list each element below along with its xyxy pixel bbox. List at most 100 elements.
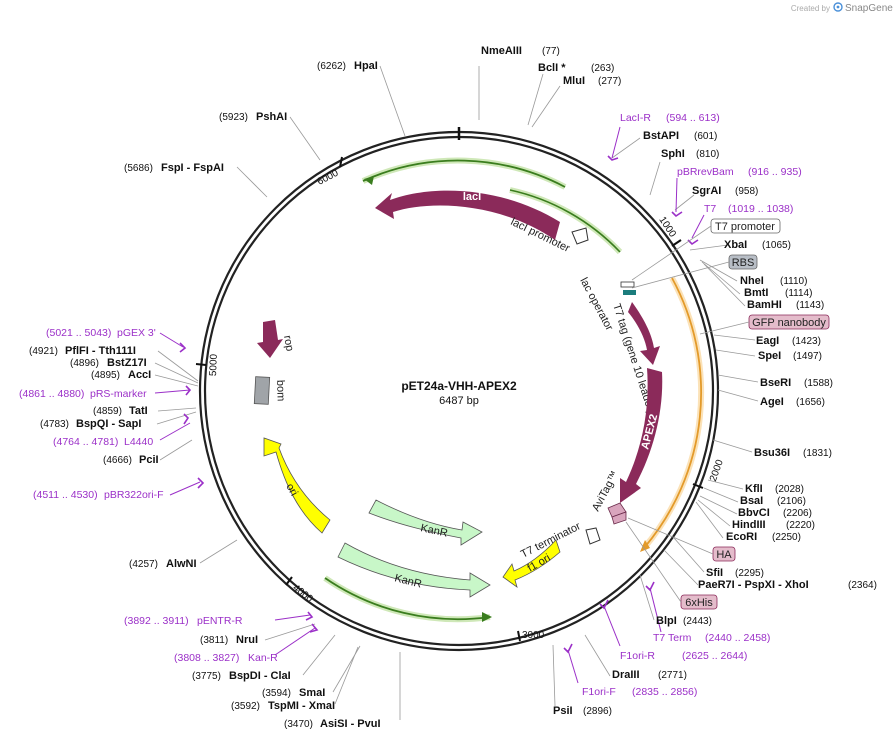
site-spei-name[interactable]: SpeI — [758, 350, 781, 362]
site-bspqi-sapi-name[interactable]: BspQI - SapI — [76, 418, 141, 430]
site-pshai-pos: (5923) — [219, 112, 248, 123]
site-bmti-name[interactable]: BmtI — [744, 287, 768, 299]
feature-rop[interactable]: rop — [257, 320, 296, 358]
primer-labels: LacI-R (594 .. 613) pBRrevBam (916 .. 93… — [19, 112, 802, 698]
primer-l4440-name[interactable]: L4440 — [124, 436, 153, 448]
site-fspi-fspai-name[interactable]: FspI - FspAI — [161, 162, 224, 174]
site-ecori-name[interactable]: EcoRI — [726, 531, 757, 543]
site-pcii-pos: (4666) — [103, 455, 132, 466]
orf-line-arrowhead — [640, 540, 650, 552]
site-smai-name[interactable]: SmaI — [299, 687, 325, 699]
site-tspmi-xmai-name[interactable]: TspMI - XmaI — [268, 700, 335, 712]
site-bspqi-sapi-pos: (4783) — [40, 419, 69, 430]
site-bstz17i-name[interactable]: BstZ17I — [107, 357, 147, 369]
feature-kanr-upper[interactable]: KanR — [368, 499, 483, 546]
ori-arrow — [263, 437, 331, 534]
primer-pgex3-name[interactable]: pGEX 3' — [117, 327, 156, 339]
site-bsu36i-pos: (1831) — [803, 448, 832, 459]
feature-bom[interactable]: bom — [253, 376, 287, 405]
primer-prs-marker-name[interactable]: pRS-marker — [90, 388, 147, 400]
site-tati-name[interactable]: TatI — [129, 405, 148, 417]
site-bsu36i-name[interactable]: Bsu36I — [754, 447, 790, 459]
primer-f1ori-f-name[interactable]: F1ori-F — [582, 686, 616, 698]
site-blpi-name[interactable]: BlpI — [656, 615, 677, 627]
site-hindiii-name[interactable]: HindIII — [732, 519, 766, 531]
his-tag-box[interactable]: 6xHis — [680, 594, 718, 610]
site-nrui-name[interactable]: NruI — [236, 634, 258, 646]
rbs-box-label: RBS — [732, 257, 755, 269]
ha-box-label: HA — [716, 549, 732, 561]
site-sgrai-name[interactable]: SgrAI — [692, 185, 721, 197]
site-bcli-name[interactable]: BclI * — [538, 62, 566, 74]
kanr-upper-arrow — [368, 499, 483, 546]
site-pcii-name[interactable]: PciI — [139, 454, 159, 466]
site-acci-name[interactable]: AccI — [128, 369, 151, 381]
site-mlui-name[interactable]: MluI — [563, 75, 585, 87]
site-pflfi-tth111i-name[interactable]: PflFI - Tth111I — [65, 345, 136, 357]
feature-gfp-nanobody[interactable] — [628, 302, 660, 365]
site-spei-pos: (1497) — [793, 351, 822, 362]
t7-terminator-arrow — [585, 527, 601, 545]
site-smai-pos: (3594) — [262, 688, 291, 699]
site-bspdi-clai-name[interactable]: BspDI - ClaI — [229, 670, 291, 682]
site-draiii-name[interactable]: DraIII — [612, 669, 640, 681]
site-nhei-name[interactable]: NheI — [740, 275, 764, 287]
site-hindiii-pos: (2220) — [786, 520, 815, 531]
site-bcli-pos: (263) — [591, 63, 614, 74]
site-asisi-pvui-pos: (3470) — [284, 719, 313, 730]
lac-operator-label: lac operator — [577, 276, 615, 333]
site-bstapi-pos: (601) — [694, 131, 717, 142]
feature-laci[interactable]: lacI — [375, 190, 560, 240]
annotation-guides — [323, 157, 705, 623]
kanr-upper-label: KanR — [419, 522, 448, 539]
site-paer7i-pspxi-xhoi-name[interactable]: PaeR7I - PspXI - XhoI — [698, 579, 809, 591]
site-asisi-pvui-name[interactable]: AsiSI - PvuI — [320, 718, 381, 730]
site-leader-lines — [154, 65, 759, 720]
primer-pbr322ori-f-name[interactable]: pBR322ori-F — [104, 489, 164, 501]
feature-kanr-lower[interactable]: KanR — [337, 542, 491, 598]
site-kfli-name[interactable]: KflI — [745, 483, 763, 495]
ha-box[interactable]: HA — [712, 546, 736, 562]
feature-ori[interactable]: ori — [263, 437, 331, 534]
primer-pgex3-range: (5021 .. 5043) — [46, 327, 111, 339]
site-eagi-name[interactable]: EagI — [756, 335, 779, 347]
site-bsai-name[interactable]: BsaI — [740, 495, 763, 507]
site-psii-name[interactable]: PsiI — [553, 705, 573, 717]
site-sfii-name[interactable]: SfiI — [706, 567, 723, 579]
primer-kan-r-name[interactable]: Kan-R — [248, 652, 278, 664]
primer-t7-range: (1019 .. 1038) — [728, 203, 793, 215]
rbs-box[interactable]: RBS — [728, 254, 758, 270]
kanr-line — [324, 577, 491, 621]
primer-f1ori-r-name[interactable]: F1ori-R — [620, 650, 655, 662]
site-hpai-name[interactable]: HpaI — [354, 60, 378, 72]
site-nrui-pos: (3811) — [200, 635, 228, 646]
primer-laci-r-name[interactable]: LacI-R — [620, 112, 651, 124]
gfp-nanobody-box[interactable]: GFP nanobody — [748, 314, 830, 330]
tick-mark-6000 — [339, 156, 343, 168]
site-agei-name[interactable]: AgeI — [760, 396, 784, 408]
site-bbvci-name[interactable]: BbvCI — [738, 507, 770, 519]
site-pshai-name[interactable]: PshAI — [256, 111, 287, 123]
primer-pentr-r-name[interactable]: pENTR-R — [197, 615, 243, 627]
site-bamhi-name[interactable]: BamHI — [747, 299, 782, 311]
primer-t7-term-name[interactable]: T7 Term — [653, 632, 692, 644]
site-bseri-name[interactable]: BseRI — [760, 377, 791, 389]
site-bstapi-name[interactable]: BstAPI — [643, 130, 679, 142]
t7-tag-mark — [623, 290, 636, 295]
primer-t7-name[interactable]: T7 — [704, 203, 716, 215]
site-psii-pos: (2896) — [583, 706, 612, 717]
site-kfli-pos: (2028) — [775, 484, 804, 495]
site-bbvci-pos: (2206) — [783, 508, 812, 519]
primer-t7-term-range: (2440 .. 2458) — [705, 632, 770, 644]
site-sphi-name[interactable]: SphI — [661, 148, 685, 160]
primer-pbrrevbam-name[interactable]: pBRrevBam — [677, 166, 734, 178]
site-blpi-pos: (2443) — [683, 616, 712, 627]
site-ecori-pos: (2250) — [772, 532, 801, 543]
site-xbai-name[interactable]: XbaI — [724, 239, 747, 251]
t7-promoter-box[interactable]: T7 promoter — [710, 218, 781, 234]
site-alwni-name[interactable]: AlwNI — [166, 558, 197, 570]
site-draiii-pos: (2771) — [658, 670, 687, 681]
site-nmeaiii-name[interactable]: NmeAIII — [481, 45, 522, 57]
feature-t7-terminator[interactable]: T7 terminator — [519, 520, 601, 561]
laci-promoter-line — [362, 159, 566, 188]
